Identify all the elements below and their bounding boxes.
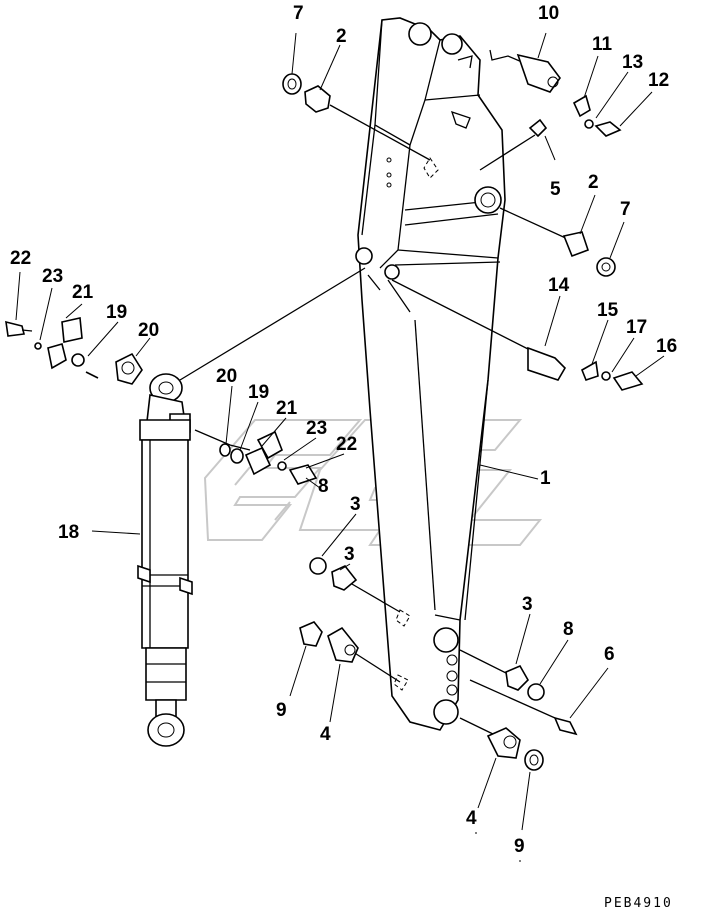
callout-label: 4 [466,808,477,829]
parts-top [282,53,644,391]
callout-label: 8 [318,476,329,497]
callout-numbers: 7 2 10 11 13 12 5 2 7 22 23 21 19 20 14 … [10,3,677,857]
callout-label: 20 [216,366,237,387]
callout-label: 5 [550,179,561,200]
callout-label: 2 [336,26,347,47]
callout-label: 11 [592,34,613,55]
callout-leaders [15,32,665,831]
callout-label: 7 [293,3,304,24]
drawing-code: PEB4910 [604,896,673,911]
callout-label: 2 [588,172,599,193]
leader-lines [179,49,571,736]
callout-label: 22 [10,248,31,269]
boom-cylinder [137,373,193,747]
boom [355,17,506,731]
callout-label: 20 [138,320,159,341]
callout-label: 19 [248,382,269,403]
parts-right-bottom [486,664,578,771]
callout-label: 14 [548,275,570,296]
parts-middle [219,430,359,663]
callout-label: 4 [320,724,331,745]
callout-label: 18 [58,522,79,543]
callout-label: 22 [336,434,357,455]
callout-label: 9 [276,700,287,721]
callout-label: 3 [344,544,355,565]
callout-label: 19 [106,302,127,323]
callout-label: 21 [72,282,94,303]
parts-left [5,317,143,385]
callout-label: 7 [620,199,631,220]
callout-label: 3 [350,494,361,515]
callout-label: 17 [626,317,647,338]
callout-label: 16 [656,336,677,357]
callout-label: 21 [276,398,298,419]
callout-label: 15 [597,300,619,321]
callout-label: 13 [622,52,643,73]
callout-label: 1 [540,468,551,489]
callout-label: 12 [648,70,669,91]
callout-label: 23 [42,266,63,287]
callout-label: 3 [522,594,533,615]
callout-label: 10 [538,3,559,24]
callout-label: 23 [306,418,327,439]
callout-label: 8 [563,619,574,640]
callout-label: 9 [514,836,525,857]
callout-label: 6 [604,644,615,665]
